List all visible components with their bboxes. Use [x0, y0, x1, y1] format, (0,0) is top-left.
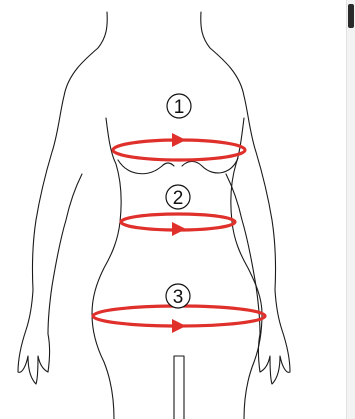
arrow-right-icon: [172, 133, 186, 147]
arrow-right-icon: [172, 319, 186, 333]
measurement-band-2: 2: [121, 185, 235, 236]
arrow-right-icon: [172, 222, 186, 236]
measurement-band-1: 1: [113, 94, 245, 160]
measurement-number-1: 1: [174, 97, 185, 118]
vertical-scrollbar[interactable]: [346, 0, 355, 419]
scrollbar-thumb[interactable]: [348, 4, 354, 28]
left-breast: [118, 160, 174, 174]
right-outline: [201, 12, 290, 384]
measurement-band-3: 3: [93, 284, 265, 333]
measurement-number-3: 3: [173, 287, 184, 308]
measurement-number-2: 2: [173, 188, 184, 209]
left-torso: [92, 118, 121, 419]
left-outline: [18, 12, 107, 384]
inner-legs: [174, 356, 184, 419]
